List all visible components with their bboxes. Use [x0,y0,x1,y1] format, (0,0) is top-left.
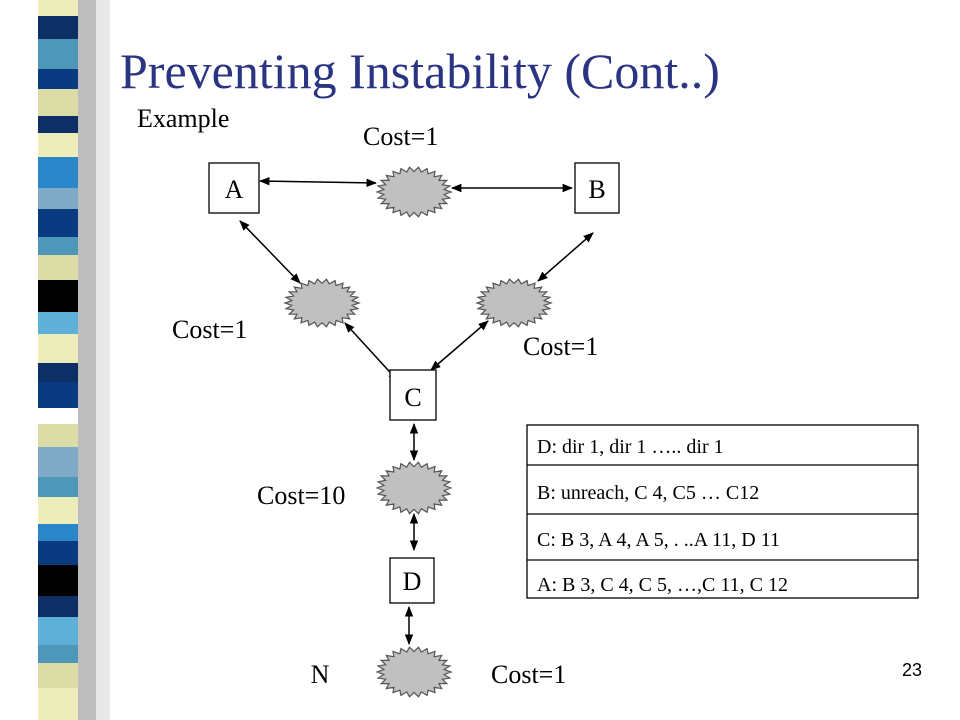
cost-dn-label: Cost=1 [491,660,566,689]
example-label: Example [137,104,229,133]
routing-table: D: dir 1, dir 1 ….. dir 1 B: unreach, C … [526,424,919,599]
link-b-cloud-bc [537,232,594,282]
node-c-box [389,369,437,421]
link-cloud-ac-c [344,322,399,382]
nodes: A B C D N [208,162,620,689]
link-a-cloud-ac [239,220,301,284]
routing-table-row-b: B: unreach, C 4, C5 … C12 [537,482,759,504]
node-b-box [574,162,620,214]
routing-table-row-a: A: B 3, C 4, C 5, …,C 11, C 12 [537,574,788,596]
link-a-cloud-ab [258,176,378,188]
node-d-box [389,557,435,604]
node-d-label: D [403,567,422,596]
links [239,176,594,646]
slide-title: Preventing Instability (Cont..) [120,43,720,99]
page-number: 23 [901,660,922,680]
network-cloud-bc [475,278,553,328]
routing-table-frame [526,424,919,599]
routing-table-row-c: C: B 3, A 4, A 5, . ..A 11, D 11 [537,529,780,551]
node-c-label: C [404,383,421,412]
decorative-stripe [0,0,110,720]
routing-table-row-d: D: dir 1, dir 1 ….. dir 1 [537,436,724,458]
network-cloud-ab [375,166,453,218]
node-n-label: N [311,660,330,689]
link-cloud-bc-c [430,320,489,371]
cost-bc-label: Cost=1 [523,332,598,361]
network-cloud-cd [375,461,453,515]
network-cloud-ac [283,278,361,328]
node-a-box [208,162,260,214]
network-clouds [283,166,553,698]
node-a-label: A [225,175,244,204]
cost-labels: Cost=1 Cost=1 Cost=1 Cost=10 Cost=1 [172,122,598,689]
network-cloud-n [375,646,453,698]
cost-ac-label: Cost=1 [172,315,247,344]
node-b-label: B [588,175,605,204]
cost-cd-label: Cost=10 [257,481,345,510]
cost-ab-label: Cost=1 [363,122,438,151]
